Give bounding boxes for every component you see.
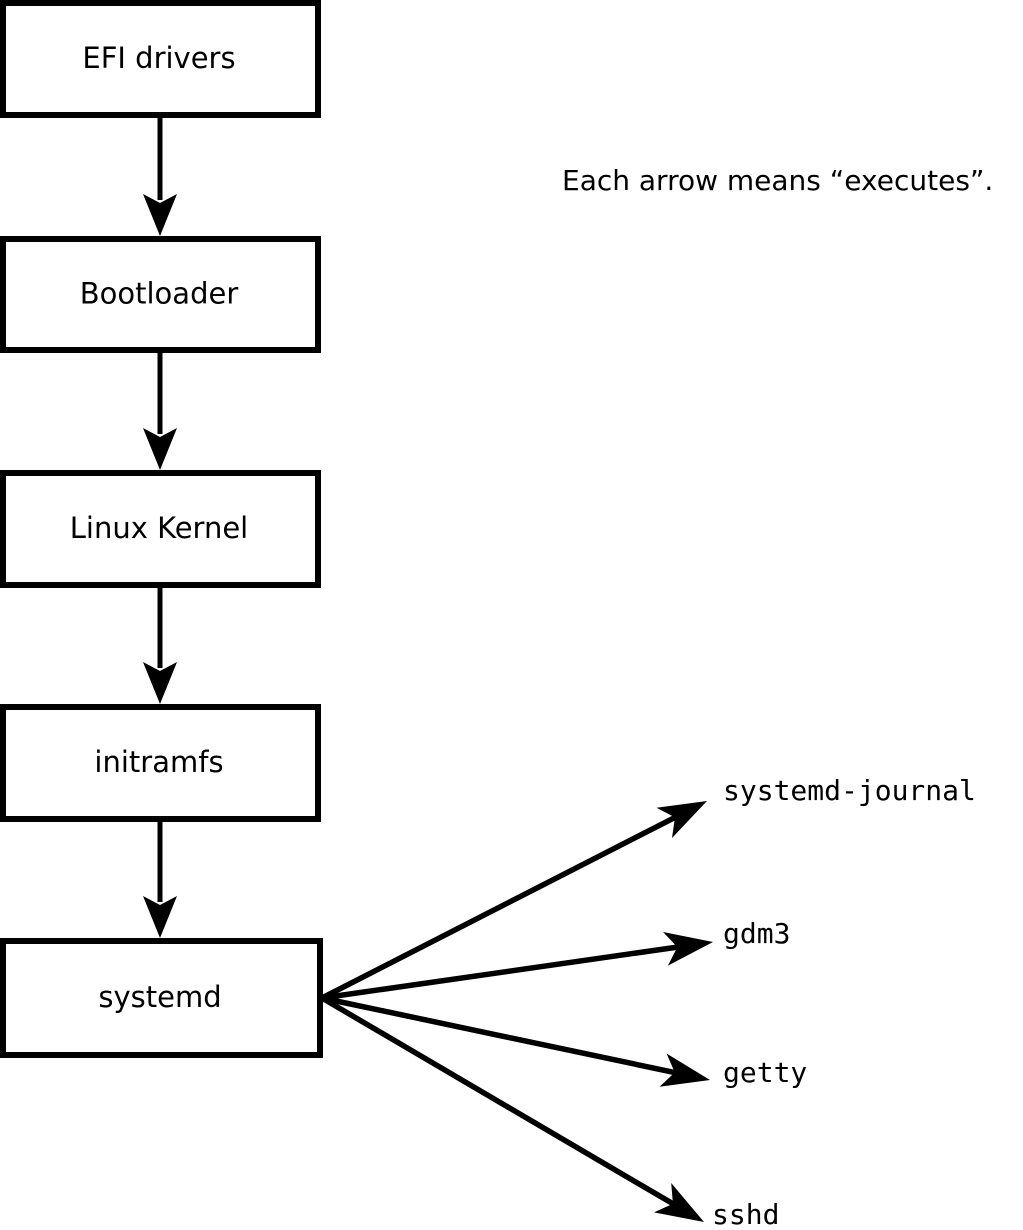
chain-arrow-bootloader-to-kernel	[143, 353, 177, 470]
leaf-label-getty: getty	[723, 1056, 807, 1089]
node-box[interactable]	[0, 236, 321, 353]
arrow-head-icon	[656, 801, 707, 838]
arrow-head-icon	[663, 931, 713, 966]
node-bootloader[interactable]: Bootloader	[0, 236, 321, 353]
node-label: initramfs	[94, 745, 223, 779]
fan-arrow-systemd-journal	[320, 801, 707, 1001]
leaf-label-gdm3: gdm3	[723, 917, 790, 950]
fan-arrow-line	[320, 814, 677, 1001]
arrow-head-icon	[143, 194, 177, 236]
fan-arrow-line	[321, 944, 678, 1001]
arrow-head-icon	[143, 428, 177, 470]
node-box[interactable]	[0, 704, 321, 822]
chain-arrow-efi-to-bootloader	[143, 118, 177, 236]
node-efi-drivers[interactable]: EFI drivers	[0, 0, 321, 118]
fan-arrow-gdm3	[321, 931, 713, 1001]
legend-note: Each arrow means “executes”.	[562, 164, 993, 197]
leaf-label-sshd: sshd	[712, 1198, 779, 1230]
node-label: systemd	[98, 980, 221, 1014]
arrow-head-icon	[143, 662, 177, 704]
chain-arrow-initramfs-to-systemd	[143, 822, 177, 938]
node-box[interactable]	[0, 470, 321, 588]
node-linux-kernel[interactable]: Linux Kernel	[0, 470, 321, 588]
node-systemd[interactable]: systemd	[0, 938, 323, 1058]
arrow-head-icon	[143, 896, 177, 938]
node-label: Linux Kernel	[70, 511, 248, 545]
chain-arrow-kernel-to-initramfs	[143, 588, 177, 704]
fan-arrow-sshd	[320, 995, 704, 1222]
node-label: Bootloader	[80, 277, 239, 311]
arrow-head-icon	[653, 1183, 704, 1222]
fan-arrow-getty	[321, 995, 710, 1087]
fan-arrow-line	[320, 995, 675, 1207]
node-box[interactable]	[0, 0, 321, 118]
arrow-head-icon	[659, 1053, 710, 1087]
leaf-label-systemd-journal: systemd-journal	[723, 774, 976, 807]
node-box[interactable]	[0, 938, 323, 1058]
node-initramfs[interactable]: initramfs	[0, 704, 321, 822]
fan-arrow-line	[321, 995, 676, 1076]
node-label: EFI drivers	[82, 41, 235, 75]
